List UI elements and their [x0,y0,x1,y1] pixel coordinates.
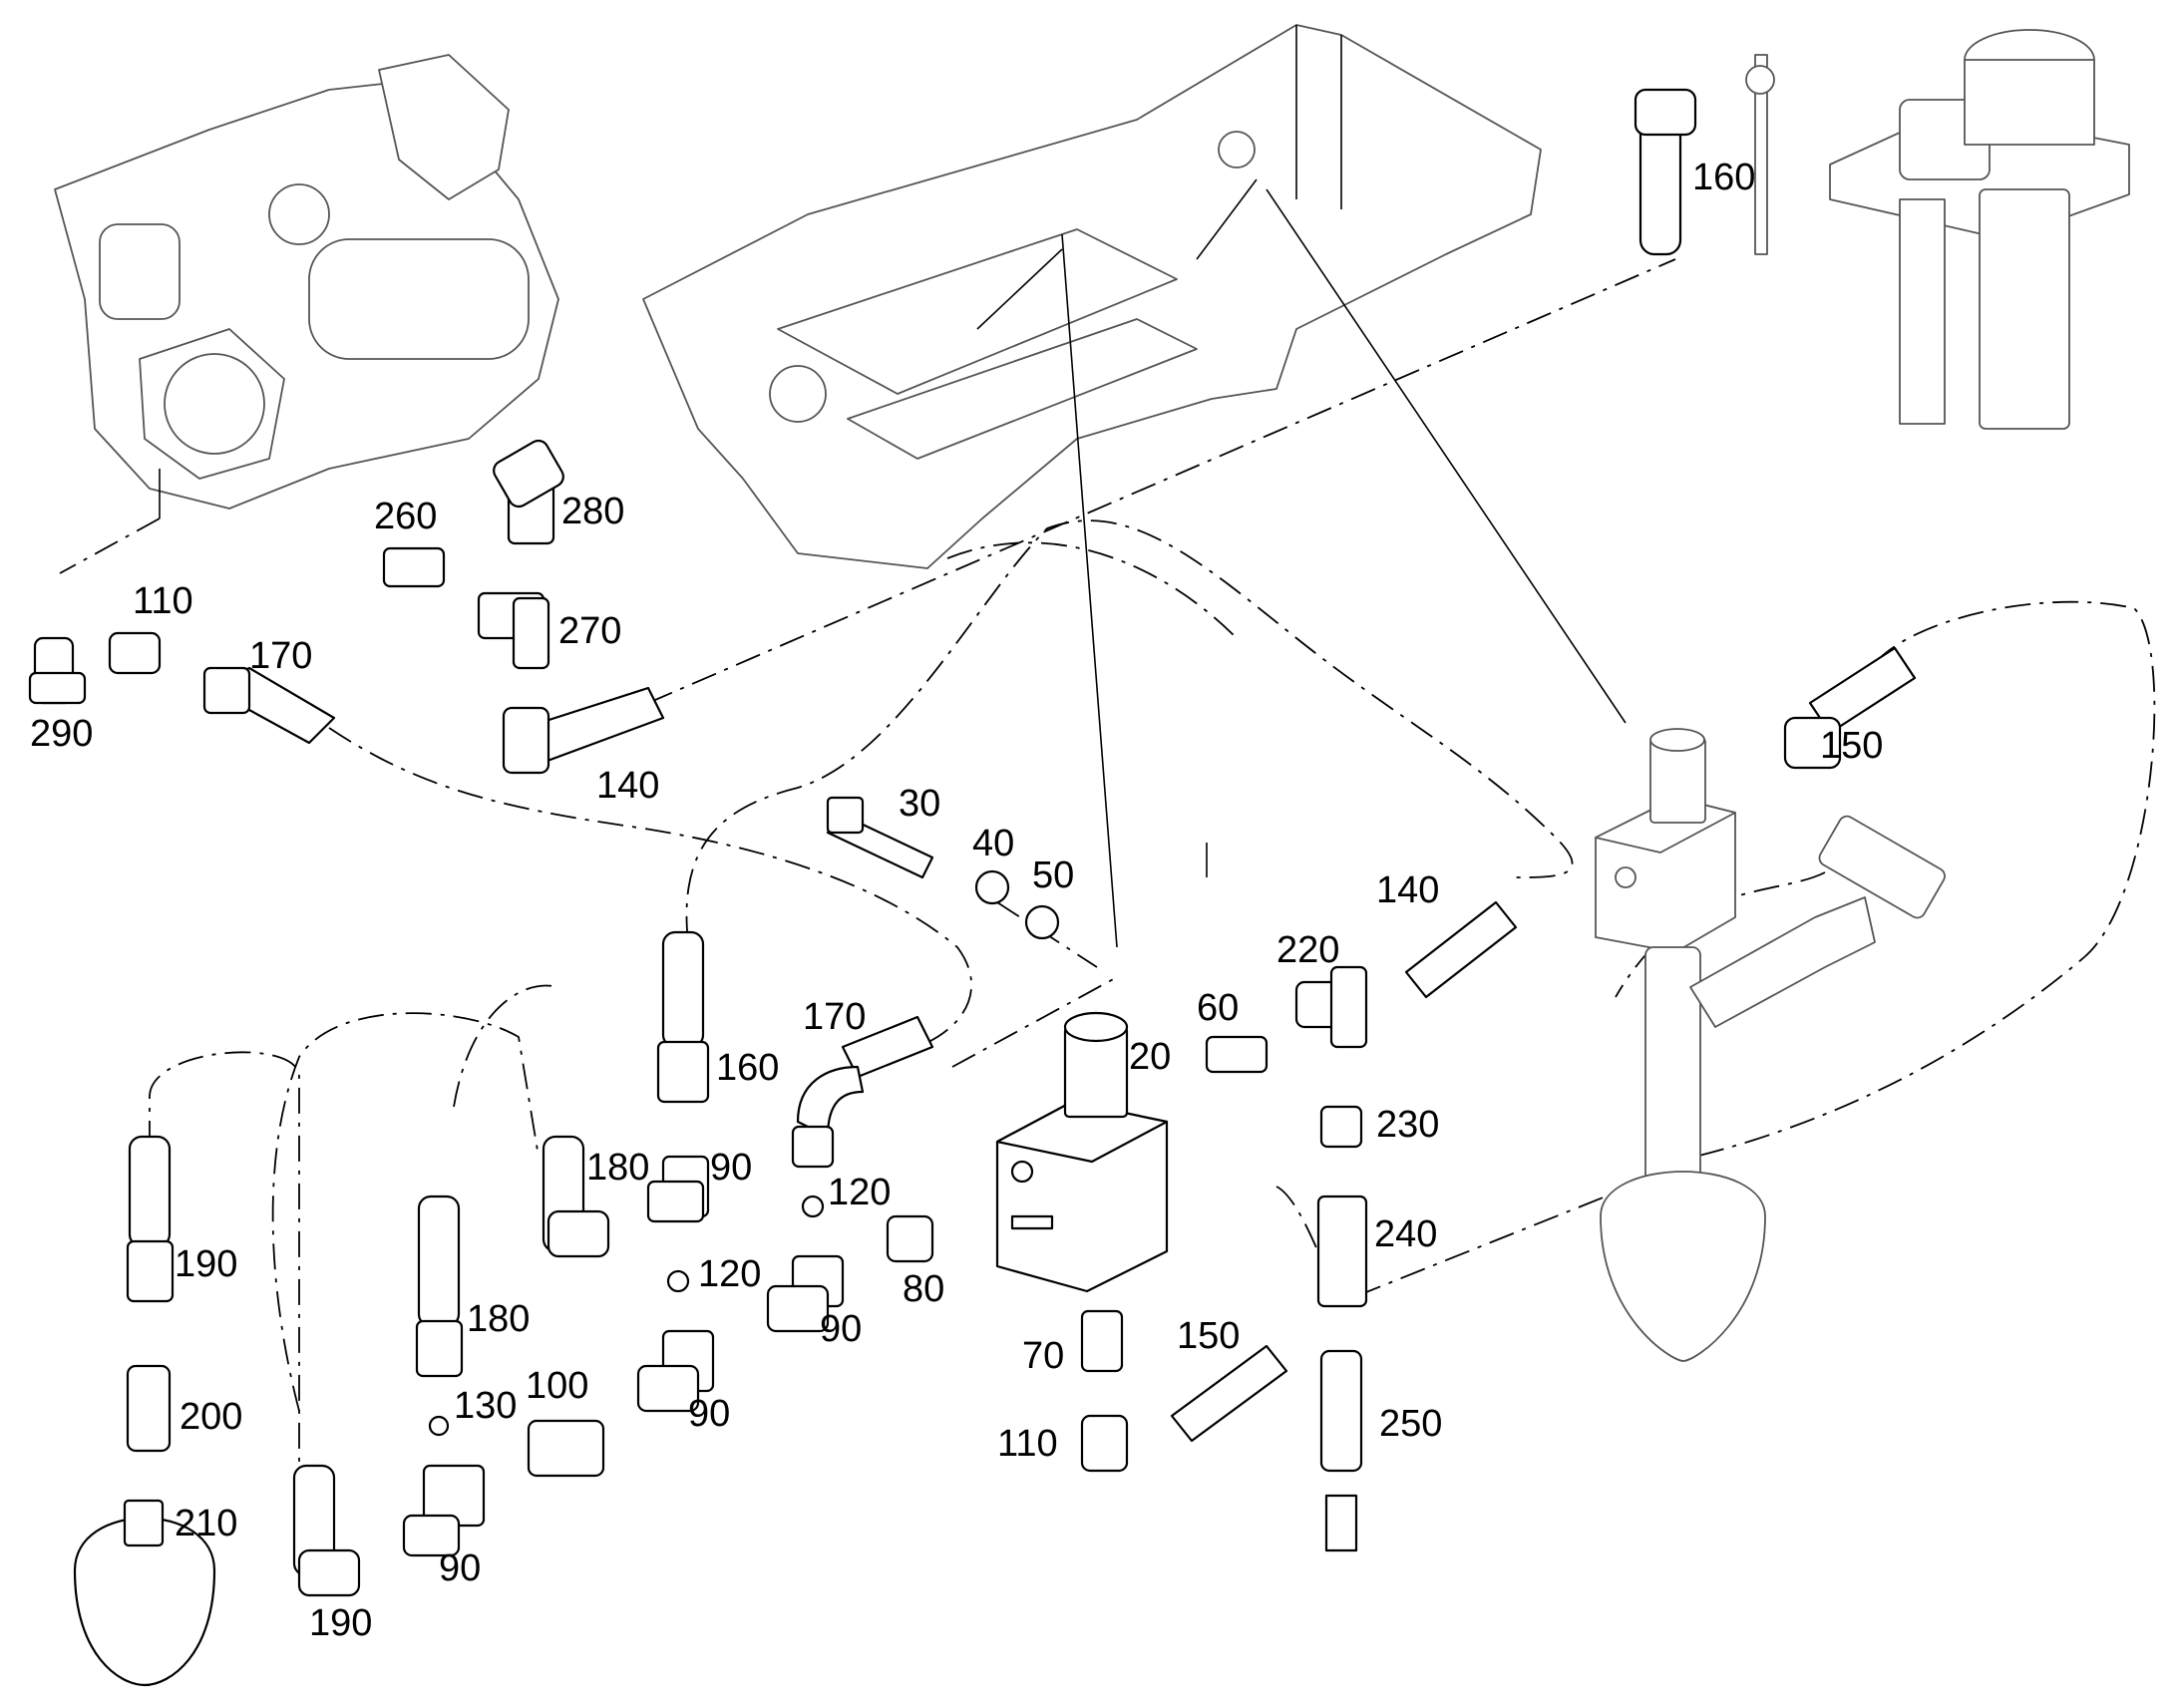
machine-frame [642,24,1542,569]
callout-140-right: 140 [1376,869,1439,911]
callout-150-bottom: 150 [1177,1315,1240,1357]
callout-120-upper: 120 [828,1172,891,1213]
callout-70: 70 [1022,1335,1064,1377]
callout-labels: 20 30 40 50 60 70 80 90 90 90 90 100 110… [30,157,1883,1644]
callout-200: 200 [180,1396,242,1438]
callout-250: 250 [1379,1403,1442,1445]
callout-140-left: 140 [596,765,659,807]
callout-160-lower: 160 [716,1047,779,1089]
tank-unit [1745,29,2130,430]
valve-block-20 [995,1011,1169,1293]
callout-120-lower: 120 [698,1253,761,1295]
callout-30: 30 [899,783,940,825]
route-lines [59,178,2156,1506]
callout-90-middle: 90 [820,1308,862,1350]
callout-220: 220 [1276,929,1339,971]
callout-180-upper: 180 [586,1147,649,1189]
callout-130: 130 [454,1385,517,1427]
callout-160-top: 160 [1692,157,1755,198]
callout-260: 260 [374,496,437,537]
callout-50: 50 [1032,854,1074,896]
callout-90-bottom: 90 [439,1547,481,1589]
callout-290: 290 [30,713,93,755]
callout-210: 210 [175,1503,237,1544]
callout-110-top: 110 [133,580,193,622]
callout-90-upper: 90 [710,1147,752,1189]
callout-100: 100 [526,1365,588,1407]
accumulator-210 [73,1499,216,1687]
callout-190-bottom: 190 [309,1602,372,1644]
callout-60: 60 [1197,987,1239,1029]
valve-block-right [1595,728,1946,1362]
callout-40: 40 [972,823,1014,864]
callout-280: 280 [561,491,624,532]
callout-90-lower: 90 [688,1393,730,1435]
transmission-housing [54,54,559,518]
callout-230: 230 [1376,1104,1439,1146]
callout-170-top: 170 [249,635,312,677]
callout-190-left: 190 [175,1243,237,1285]
callout-240: 240 [1374,1213,1437,1255]
callout-180-left: 180 [467,1298,530,1340]
callout-20: 20 [1129,1036,1171,1078]
callout-270: 270 [558,610,621,652]
callout-80: 80 [903,1268,944,1310]
callout-150-top: 150 [1820,725,1883,767]
callout-110-bottom: 110 [997,1423,1058,1465]
callout-170-lower: 170 [803,996,866,1038]
fittings [28,88,1917,1597]
